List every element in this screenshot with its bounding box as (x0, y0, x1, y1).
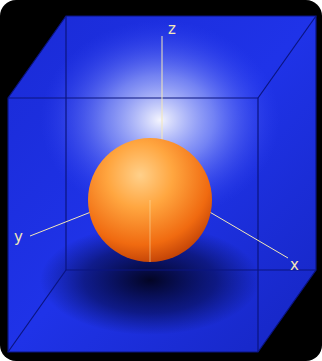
cube-edges (8, 16, 316, 352)
axis-label: y (14, 230, 23, 245)
axes-front (150, 200, 151, 262)
axis-label: x (290, 258, 299, 273)
cube-body (8, 16, 316, 352)
axis-label: z (168, 22, 176, 37)
sphere (88, 138, 212, 262)
